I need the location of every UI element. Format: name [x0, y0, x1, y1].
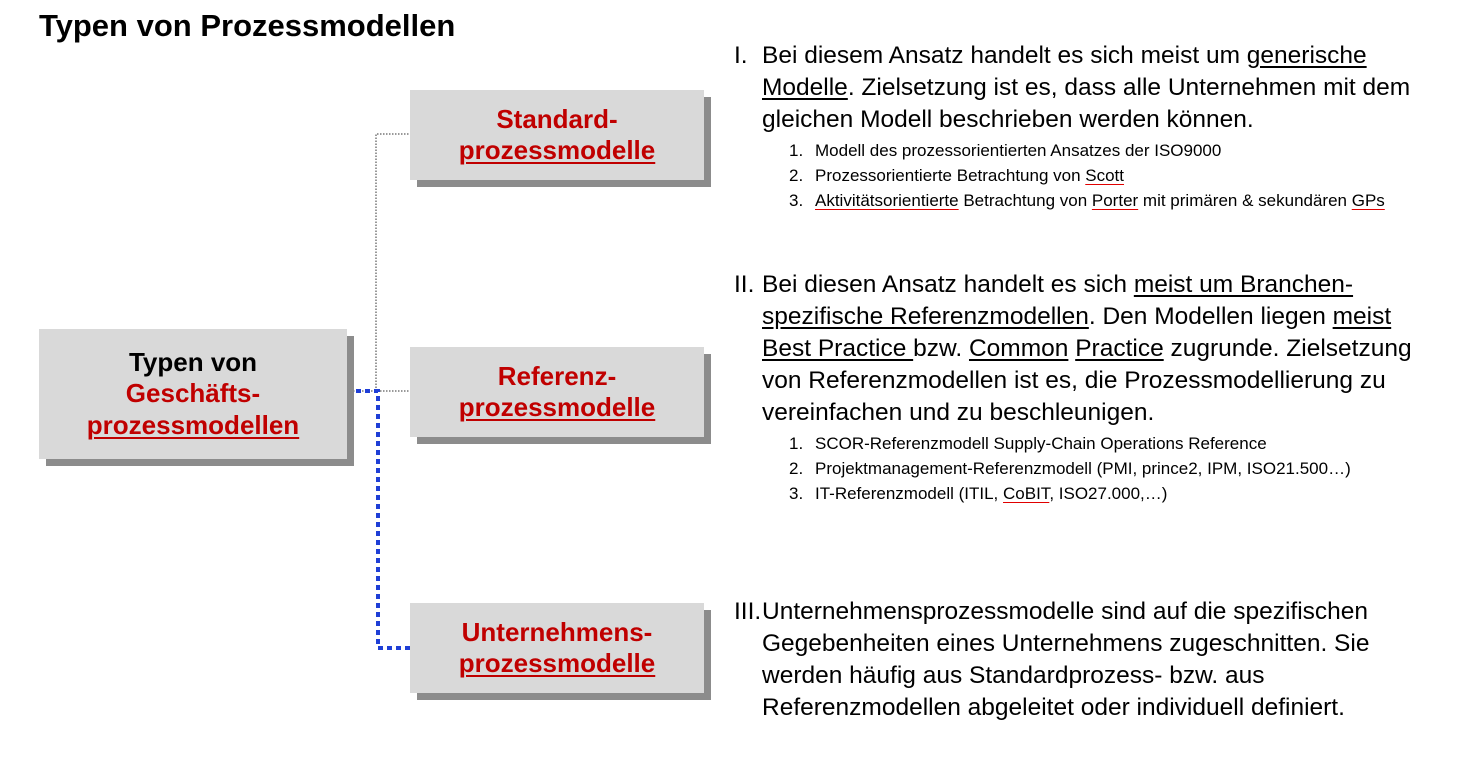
section-referenz-description: II. Bei diesen Ansatz handelt es sich me…	[734, 269, 1439, 506]
section-1-list: 1. Modell des prozessorientierten Ansatz…	[734, 138, 1439, 213]
list-item-text-b: Betrachtung von	[958, 191, 1092, 210]
box-standardprozessmodelle: Standard- prozessmodelle	[410, 90, 704, 180]
page-title: Typen von Prozessmodellen	[39, 8, 456, 43]
main-box-line1: Typen von	[128, 347, 258, 378]
section-2-list: 1. SCOR-Referenzmodell Supply-Chain Oper…	[734, 431, 1439, 506]
section-2-text-d: meist Best Practice	[762, 303, 1392, 362]
box-unternehmensprozessmodelle: Unternehmens- prozessmodelle	[410, 603, 704, 693]
box-standard-line2: prozessmodelle	[458, 135, 656, 165]
list-item-number: 1.	[789, 141, 804, 160]
box-unternehmens-line1: Unternehmens-	[461, 616, 653, 647]
list-item-number: 1.	[789, 434, 804, 453]
box-standard-line1: Standard-	[496, 103, 618, 134]
section-1-text-b: generische Modelle	[762, 42, 1367, 101]
box-referenz-line2: prozessmodelle	[458, 392, 656, 422]
main-box-line3: prozessmodellen	[86, 409, 300, 440]
main-box-prozessmodelltypen: Typen von Geschäfts- prozessmodellen	[39, 329, 347, 459]
section-2-number: II.	[734, 271, 755, 298]
section-2-text-i: zugrunde. Zielsetzung von Referenzmodell…	[762, 335, 1412, 426]
list-item-text: Prozessorientierte Betrachtung von Scott	[815, 163, 1439, 188]
connector-unternehmens	[347, 389, 410, 650]
section-1-text-a: Bei diesem Ansatz handelt es sich meist …	[762, 42, 1247, 69]
list-item: 2. Projektmanagement-Referenzmodell (PMI…	[734, 456, 1439, 481]
list-item-text: Aktivitätsorientierte Betrachtung von Po…	[815, 188, 1439, 213]
list-item-number: 2.	[789, 459, 804, 478]
main-box-line2: Geschäfts-	[125, 378, 261, 409]
list-item-text: IT-Referenzmodell (ITIL, CoBIT, ISO27.00…	[815, 481, 1439, 506]
list-item: 3. Aktivitätsorientierte Betrachtung von…	[734, 188, 1439, 213]
section-1-text: Bei diesem Ansatz handelt es sich meist …	[762, 40, 1439, 136]
section-unternehmens-description: III. Unternehmensprozessmodelle sind auf…	[734, 596, 1439, 724]
section-2-text-b: meist um Branchen-spezifische Referenzmo…	[762, 271, 1354, 330]
list-item: 3. IT-Referenzmodell (ITIL, CoBIT, ISO27…	[734, 481, 1439, 506]
section-3-text: Unternehmensprozessmodelle sind auf die …	[762, 598, 1370, 721]
section-2-text: Bei diesen Ansatz handelt es sich meist …	[762, 269, 1439, 429]
list-item-text-c: Porter	[1091, 191, 1139, 210]
list-item-text: Projektmanagement-Referenzmodell (PMI, p…	[815, 459, 1351, 478]
list-item-text: Modell des prozessorientierten Ansatzes …	[815, 141, 1222, 160]
box-referenz-line1: Referenz-	[497, 360, 617, 391]
list-item-text-a: Prozessorientierte Betrachtung von	[815, 166, 1086, 185]
section-3-number: III.	[734, 598, 762, 625]
connector-standard	[375, 133, 410, 391]
list-item: 1. Modell des prozessorientierten Ansatz…	[734, 138, 1439, 163]
list-item-text: SCOR-Referenzmodell Supply-Chain Operati…	[815, 434, 1267, 453]
list-item-text-b: Scott	[1085, 166, 1125, 185]
section-2-text-h: Practice	[1075, 335, 1164, 362]
section-2-text-a: Bei diesen Ansatz handelt es sich	[762, 271, 1134, 298]
section-2-text-c: . Den Modellen liegen	[1088, 303, 1333, 330]
list-item-text-a: Aktivitätsorientierte	[815, 191, 959, 210]
list-item-text-c: , ISO27.000,…)	[1049, 484, 1168, 503]
list-item-number: 2.	[789, 166, 804, 185]
box-unternehmens-line2: prozessmodelle	[458, 648, 656, 678]
section-1-number: I.	[734, 42, 748, 69]
section-2-text-f: Common	[968, 335, 1069, 362]
list-item-text-d: mit primären & sekundären	[1138, 191, 1352, 210]
list-item-text-b: CoBIT	[1003, 484, 1050, 503]
box-referenzprozessmodelle: Referenz- prozessmodelle	[410, 347, 704, 437]
section-1-text-c: . Zielsetzung ist es, dass alle Unterneh…	[762, 74, 1411, 133]
list-item-text-a: IT-Referenzmodell (ITIL,	[815, 484, 1004, 503]
list-item-text-e: GPs	[1351, 191, 1385, 210]
list-item-number: 3.	[789, 191, 804, 210]
list-item: 2. Prozessorientierte Betrachtung von Sc…	[734, 163, 1439, 188]
list-item-number: 3.	[789, 484, 804, 503]
list-item: 1. SCOR-Referenzmodell Supply-Chain Oper…	[734, 431, 1439, 456]
section-standard-description: I. Bei diesem Ansatz handelt es sich mei…	[734, 40, 1439, 213]
section-2-text-e: bzw.	[913, 335, 969, 362]
